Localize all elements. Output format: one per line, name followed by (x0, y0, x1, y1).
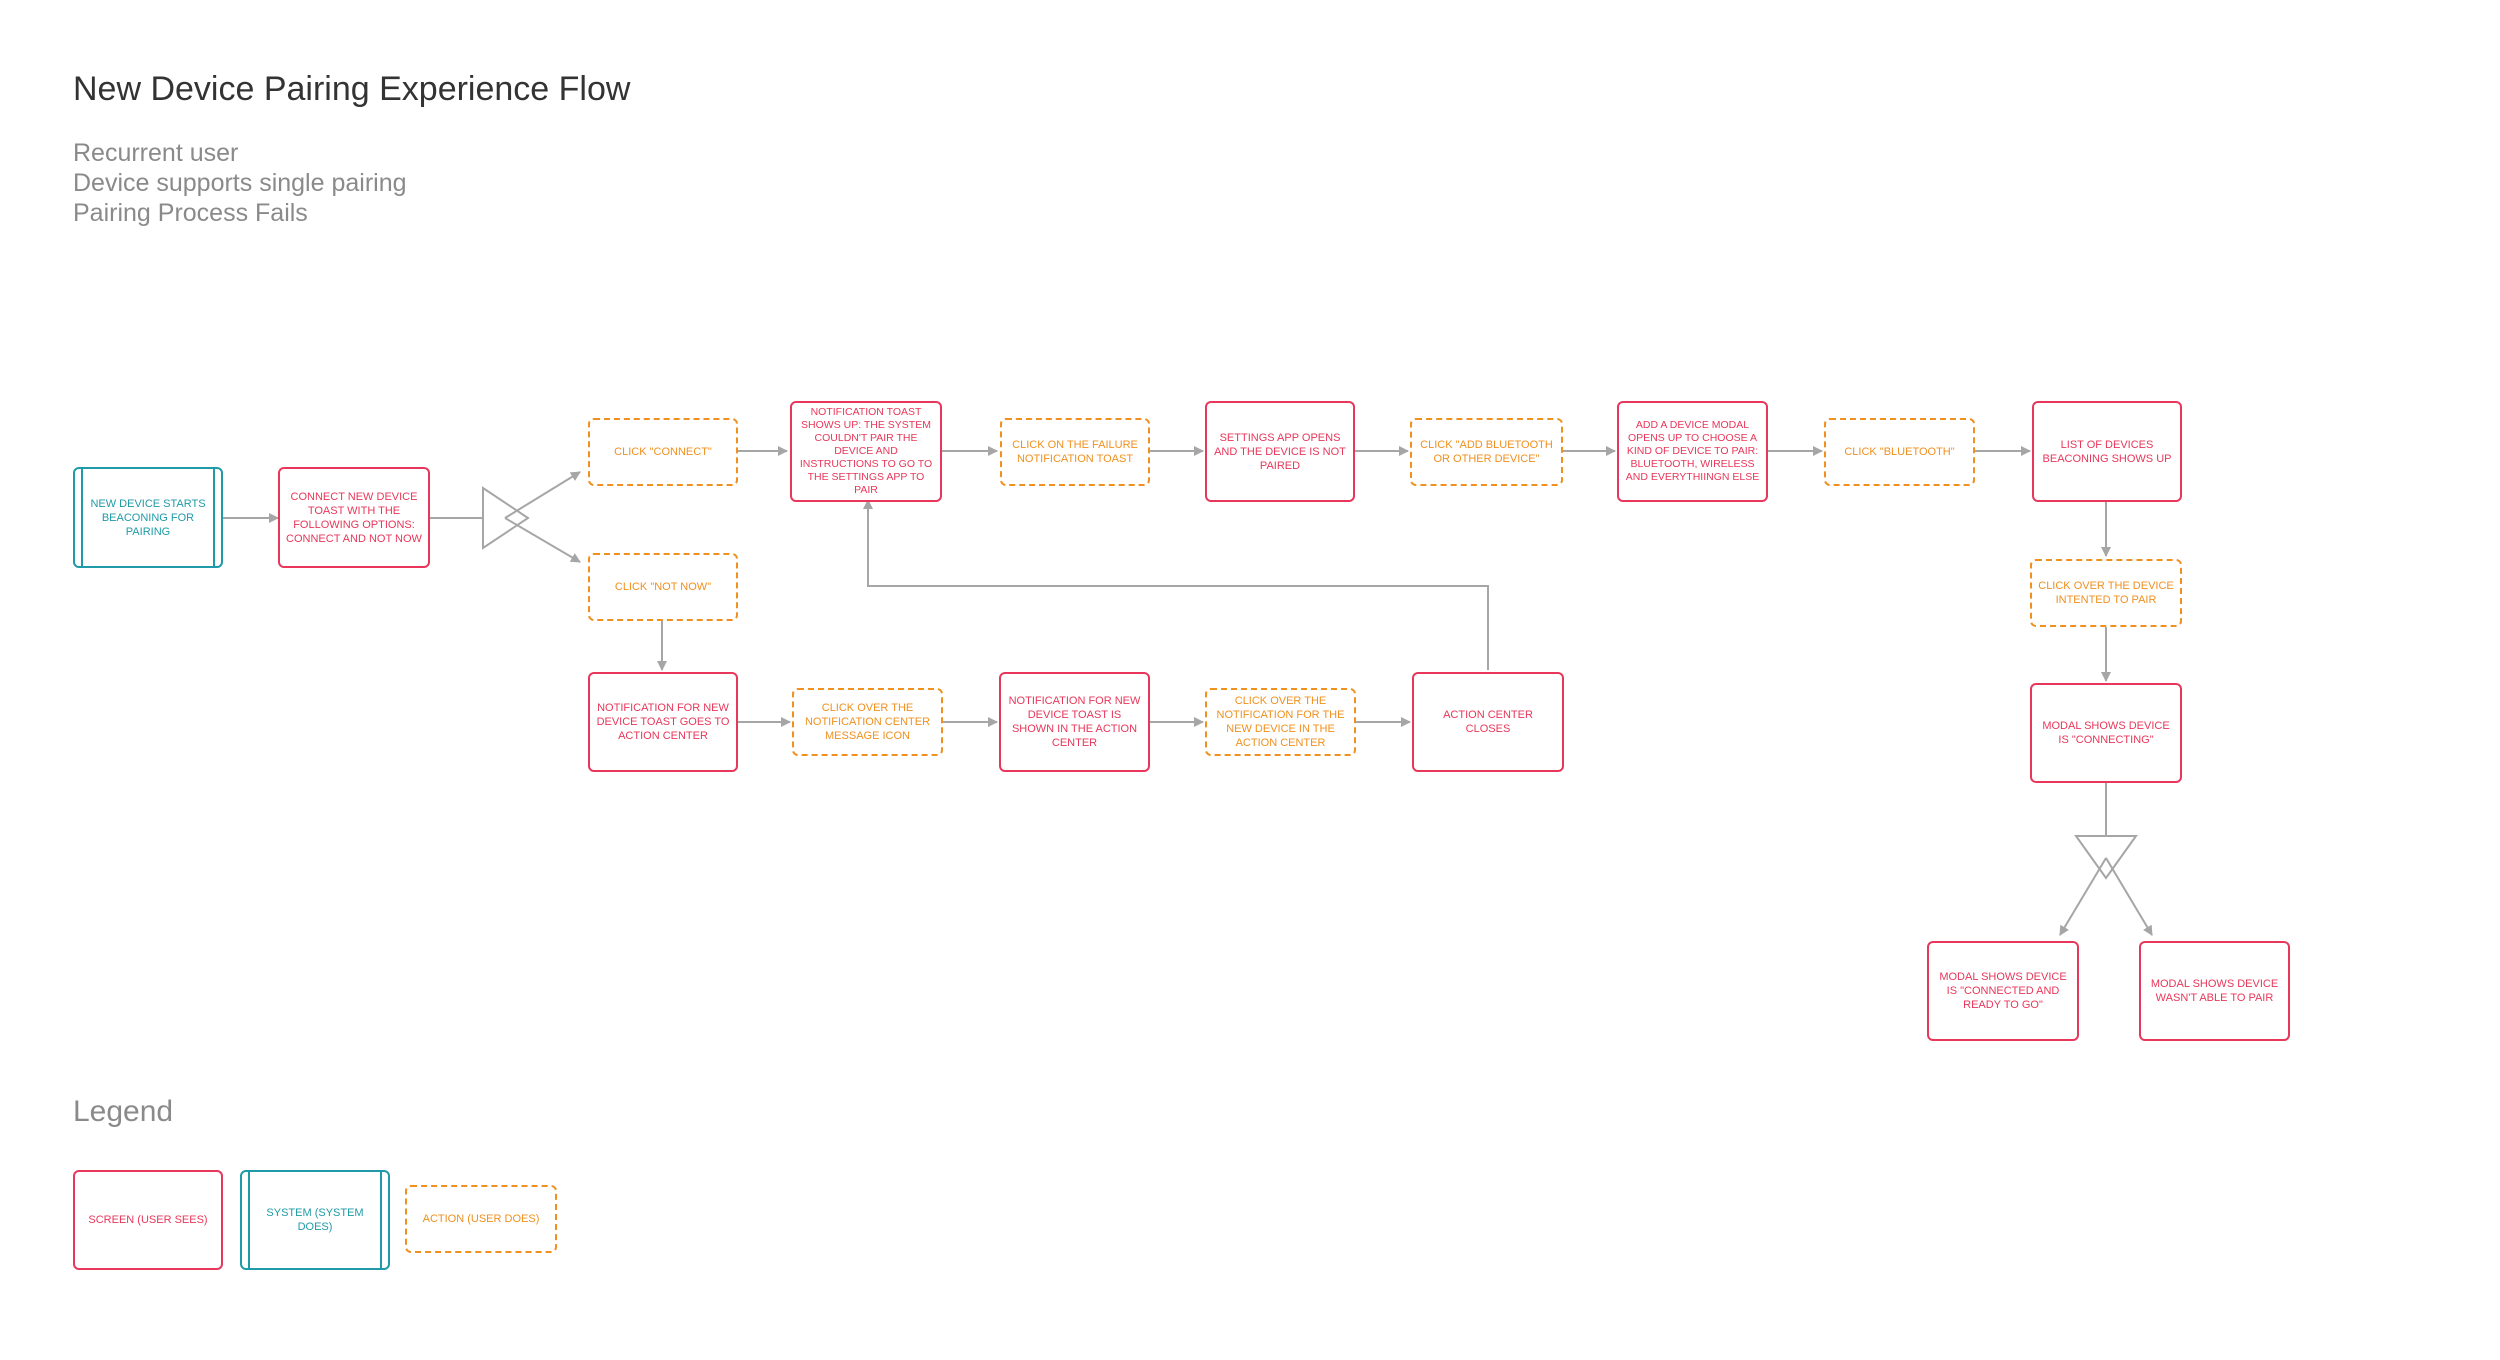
subtitle-line-2: Device supports single pairing (73, 169, 407, 197)
node-failed: MODAL SHOWS DEVICE WASN'T ABLE TO PAIR (2139, 941, 2290, 1041)
connector-branch-to-connect (504, 471, 581, 519)
subtitle-line-3: Pairing Process Fails (73, 199, 308, 227)
node-add-device-modal: ADD A DEVICE MODAL OPENS UP TO CHOOSE A … (1617, 401, 1768, 502)
connector-branch2-to-connected (2059, 857, 2107, 936)
node-click-connect: CLICK "CONNECT" (588, 418, 738, 486)
connector-branch2-to-failed (2105, 857, 2153, 936)
subtitle-line-1: Recurrent user (73, 139, 239, 167)
node-connecting: MODAL SHOWS DEVICE IS "CONNECTING" (2030, 683, 2182, 783)
node-click-bluetooth: CLICK "BLUETOOTH" (1824, 418, 1975, 486)
node-failure-toast: NOTIFICATION TOAST SHOWS UP: THE SYSTEM … (790, 401, 942, 502)
node-connect-toast: CONNECT NEW DEVICE TOAST WITH THE FOLLOW… (278, 467, 430, 568)
node-connected: MODAL SHOWS DEVICE IS "CONNECTED AND REA… (1927, 941, 2079, 1041)
node-device-list: LIST OF DEVICES BEACONING SHOWS UP (2032, 401, 2182, 502)
node-click-device: CLICK OVER THE DEVICE INTENTED TO PAIR (2030, 559, 2182, 627)
node-beacon: NEW DEVICE STARTS BEACONING FOR PAIRING (73, 467, 223, 568)
node-click-failure: CLICK ON THE FAILURE NOTIFICATION TOAST (1000, 418, 1150, 486)
node-click-notif-icon: CLICK OVER THE NOTIFICATION CENTER MESSA… (792, 688, 943, 756)
legend-system: SYSTEM (SYSTEM DOES) (240, 1170, 390, 1270)
branch-node-2 (2074, 835, 2138, 880)
page-title: New Device Pairing Experience Flow (73, 70, 631, 108)
node-click-add-bluetooth: CLICK "ADD BLUETOOTH OR OTHER DEVICE" (1410, 418, 1563, 486)
legend-screen: SCREEN (USER SEES) (73, 1170, 223, 1270)
node-click-not-now: CLICK "NOT NOW" (588, 553, 738, 621)
node-action-center-closes: ACTION CENTER CLOSES (1412, 672, 1564, 772)
legend-action: ACTION (USER DOES) (405, 1185, 557, 1253)
node-click-notif-new: CLICK OVER THE NOTIFICATION FOR THE NEW … (1205, 688, 1356, 756)
node-notif-shown: NOTIFICATION FOR NEW DEVICE TOAST IS SHO… (999, 672, 1150, 772)
connector-closes-to-failure-toast (863, 499, 1489, 670)
node-notif-action-center: NOTIFICATION FOR NEW DEVICE TOAST GOES T… (588, 672, 738, 772)
node-settings-app: SETTINGS APP OPENS AND THE DEVICE IS NOT… (1205, 401, 1355, 502)
connector-branch-to-not-now (504, 517, 581, 563)
legend-title: Legend (73, 1095, 174, 1128)
